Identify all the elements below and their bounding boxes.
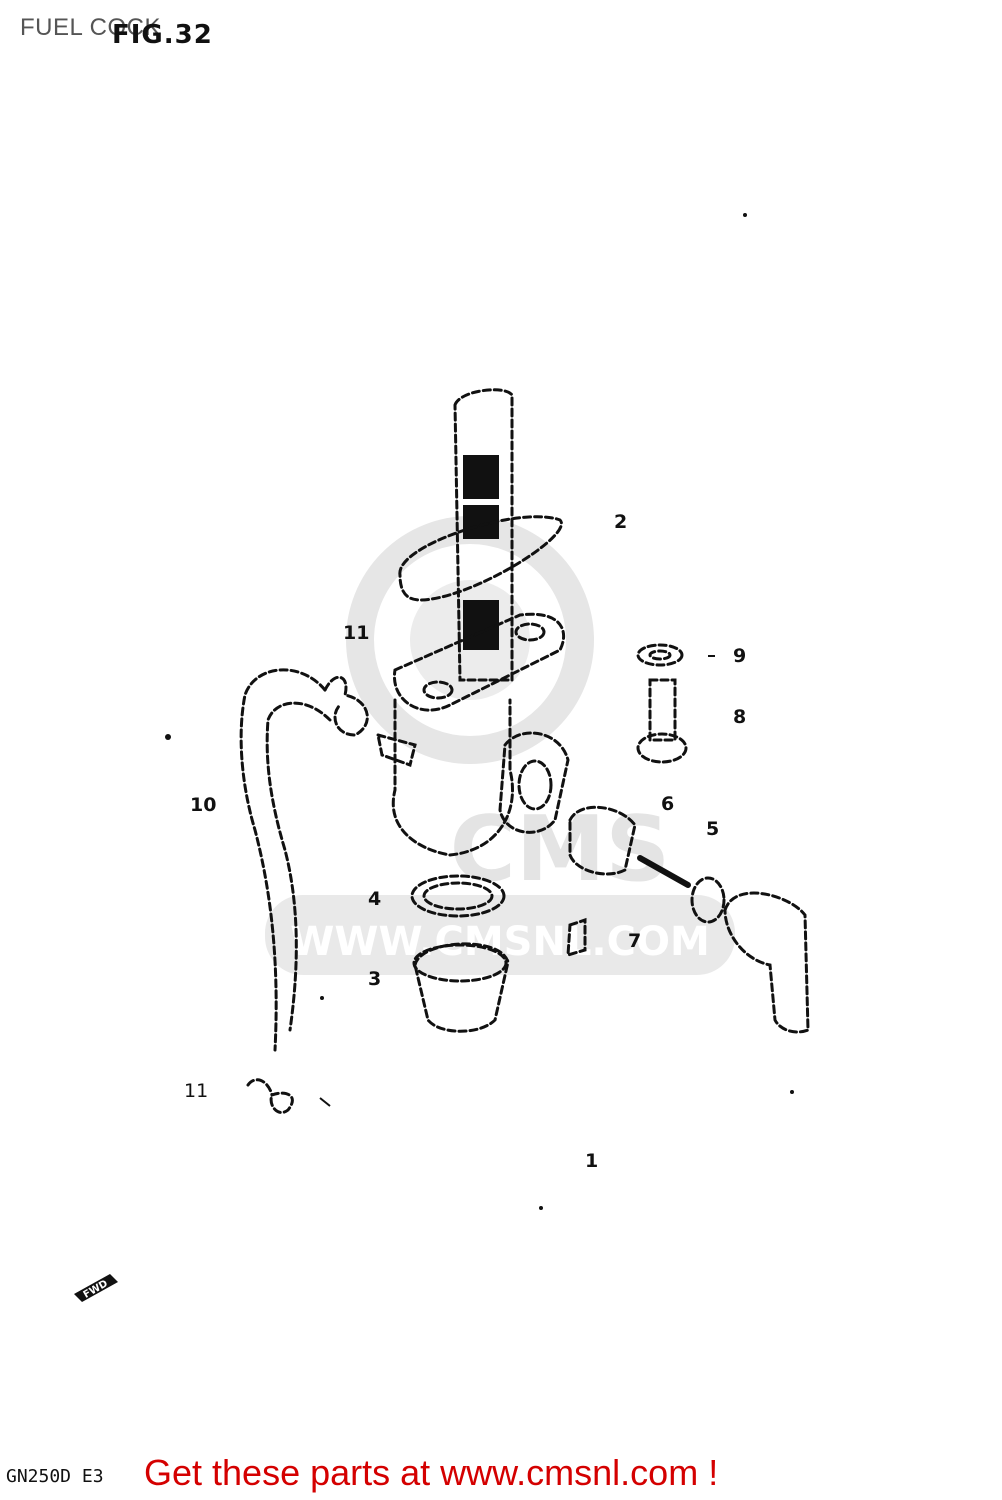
bolt-8 [648, 678, 677, 742]
plate-hole-left [422, 680, 454, 700]
leader-1 [319, 1097, 331, 1107]
callout-10: 10 [190, 794, 217, 816]
mounting-plate [392, 612, 566, 712]
callout-11-top: 11 [343, 622, 370, 644]
o-ring-washer [690, 876, 726, 924]
callout-11-bottom: 11 [184, 1080, 209, 1102]
callout-9: 9 [733, 645, 747, 667]
body-side-outlet [376, 732, 417, 767]
callout-1: 1 [585, 1150, 599, 1172]
diagram-title: FUEL COCK [20, 14, 161, 41]
gasket-2 [398, 515, 563, 602]
callout-2: 2 [614, 511, 628, 533]
clamp-top-11 [323, 676, 369, 737]
lever-marking-res [463, 600, 499, 650]
outlet-elbow [723, 891, 810, 1034]
model-code: GN250D E3 [6, 1466, 104, 1487]
fuel-hose-10-inner [265, 701, 332, 1032]
callout-6: 6 [661, 793, 675, 815]
callout-7: 7 [628, 930, 642, 952]
body-valve-housing [498, 731, 570, 834]
valve-plug-6 [568, 805, 637, 876]
clamp-bottom-11 [246, 1078, 294, 1114]
lever-outline [453, 388, 514, 682]
spring-5 [637, 855, 691, 888]
callout-3: 3 [368, 968, 382, 990]
washer-9 [636, 643, 684, 667]
watermark: WWW.CMSNL.COM CMS [265, 516, 735, 975]
valve-housing-bore [517, 759, 553, 811]
watermark-brand: CMS [450, 797, 670, 902]
fwd-label: FWD [82, 1278, 110, 1301]
fuel-hose-10 [239, 668, 327, 1052]
callout-4: 4 [368, 888, 382, 910]
stray-dot [165, 734, 171, 740]
callout-5: 5 [706, 818, 720, 840]
fwd-arrow-icon: FWD [74, 1274, 118, 1302]
screw-7 [566, 917, 587, 958]
plate-hole-right [514, 622, 546, 642]
figure-label: FIG.32 [112, 20, 213, 50]
callout-8: 8 [733, 706, 747, 728]
o-ring-4 [410, 874, 506, 918]
watermark-url: WWW.CMSNL.COM [290, 919, 710, 965]
lever-marking-on [463, 455, 499, 499]
cock-body [391, 698, 514, 857]
promo-link-text[interactable]: Get these parts at www.cmsnl.com ! [144, 1452, 719, 1493]
